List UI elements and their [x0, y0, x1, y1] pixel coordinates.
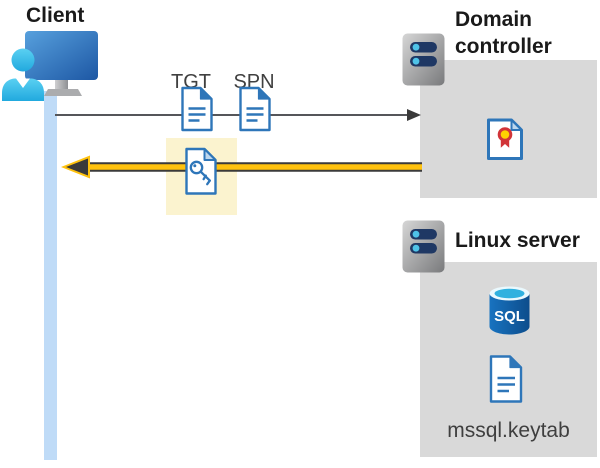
- client-label: Client: [26, 4, 85, 27]
- certificate-icon: [487, 118, 523, 160]
- domain-controller-label: Domain controller: [455, 8, 552, 58]
- user-workstation-icon: [2, 31, 98, 101]
- client-lifeline-bar: [44, 91, 57, 460]
- domain-controller-server-icon: [402, 33, 445, 86]
- sql-icon-text: SQL: [494, 308, 525, 325]
- response-arrow: [61, 155, 422, 179]
- key-document-icon: [185, 147, 217, 195]
- linux-server-icon: [402, 220, 445, 273]
- sql-database-icon: SQL: [489, 286, 530, 335]
- linux-server-label: Linux server: [455, 229, 580, 252]
- keytab-document-icon: [489, 355, 523, 403]
- tgt-document-icon: [181, 86, 213, 132]
- spn-document-icon: [239, 86, 271, 132]
- request-arrow: [55, 109, 421, 121]
- keytab-label: mssql.keytab: [447, 419, 570, 442]
